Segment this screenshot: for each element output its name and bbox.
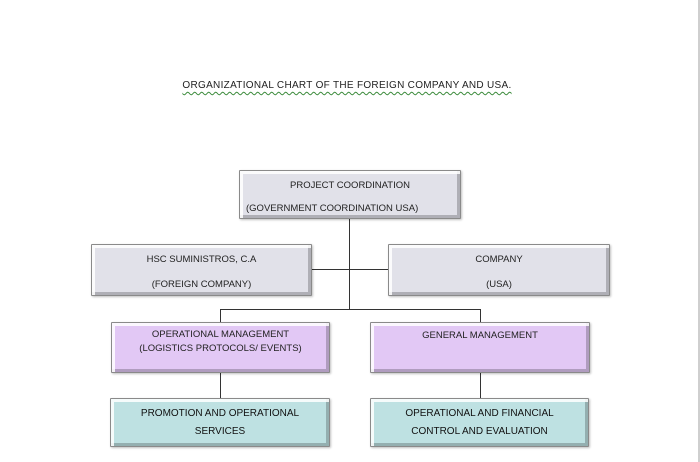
chart-title: ORGANIZATIONAL CHART OF THE FOREIGN COMP…: [182, 80, 512, 91]
connector-lower-horizontal: [220, 309, 481, 310]
node-label: PROJECT COORDINATION: [290, 180, 410, 191]
node-hsc-suministros: HSC SUMINISTROS, C.A (FOREIGN COMPANY): [91, 244, 312, 296]
node-general-management: GENERAL MANAGEMENT: [370, 322, 590, 373]
node-promotion-services: PROMOTION AND OPERATIONAL SERVICES: [110, 398, 330, 447]
connector-to-operational: [220, 309, 221, 322]
node-label: PROMOTION AND OPERATIONAL: [140, 408, 300, 419]
connector-upper-horizontal: [312, 269, 388, 270]
connector-general-control: [480, 373, 481, 398]
node-company-usa: COMPANY (USA): [388, 244, 610, 296]
node-label: OPERATIONAL AND FINANCIAL: [405, 408, 554, 419]
node-sublabel: (FOREIGN COMPANY): [151, 279, 252, 290]
connector-to-general: [480, 309, 481, 322]
node-operational-management: OPERATIONAL MANAGEMENT (LOGISTICS PROTOC…: [111, 322, 330, 373]
node-label: GENERAL MANAGEMENT: [422, 330, 538, 341]
node-sublabel: SERVICES: [194, 426, 246, 437]
node-project-coordination: PROJECT COORDINATION (GOVERNMENT COORDIN…: [239, 170, 461, 219]
node-sublabel: (USA): [486, 279, 512, 290]
node-sublabel: (LOGISTICS PROTOCOLS/ EVENTS): [139, 343, 302, 354]
node-sublabel: CONTROL AND EVALUATION: [411, 426, 548, 437]
node-label: OPERATIONAL MANAGEMENT: [151, 329, 290, 340]
connector-operational-promotion: [220, 373, 221, 398]
node-control-evaluation: OPERATIONAL AND FINANCIAL CONTROL AND EV…: [370, 398, 589, 447]
connector-main-vertical: [349, 218, 350, 309]
node-sublabel: (GOVERNMENT COORDINATION USA): [246, 203, 419, 214]
node-label: COMPANY: [475, 254, 523, 265]
node-label: HSC SUMINISTROS, C.A: [146, 254, 257, 265]
